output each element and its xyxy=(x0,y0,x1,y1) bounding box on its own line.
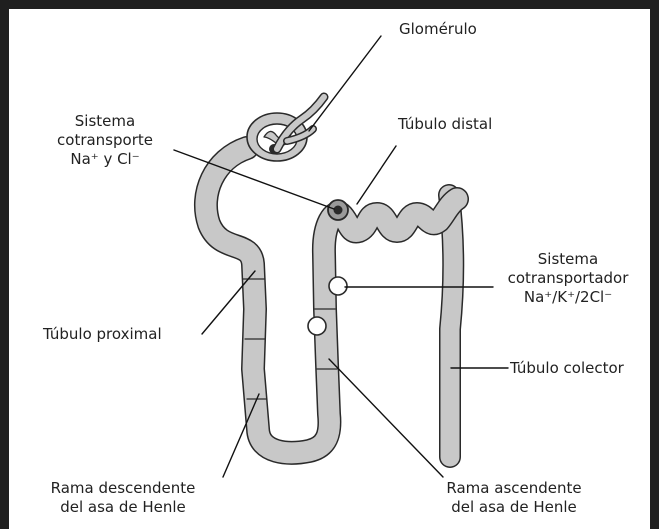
label-tubulo-distal: Túbulo distal xyxy=(398,115,492,134)
label-sistema-cotransportador-line3: Na⁺/K⁺/2Cl⁻ xyxy=(493,288,643,307)
label-sistema-cotransporte-line3: Na⁺ y Cl⁻ xyxy=(35,150,175,169)
label-rama-ascendente-line1: Rama ascendente xyxy=(429,479,599,498)
label-sistema-cotransporte: Sistema cotransporte Na⁺ y Cl⁻ xyxy=(35,112,175,169)
label-sistema-cotransporte-line2: cotransporte xyxy=(35,131,175,150)
nephron-tubule xyxy=(206,148,457,453)
label-tubulo-proximal: Túbulo proximal xyxy=(43,325,162,344)
glomerulus xyxy=(247,97,324,161)
open-transporter-marker xyxy=(308,317,326,335)
label-rama-descendente: Rama descendente del asa de Henle xyxy=(33,479,213,517)
label-sistema-cotransporte-line1: Sistema xyxy=(35,112,175,131)
label-glomerulo: Glomérulo xyxy=(399,20,477,39)
nephron-diagram: Glomérulo Sistema cotransporte Na⁺ y Cl⁻… xyxy=(9,9,650,529)
label-sistema-cotransportador-line2: cotransportador xyxy=(493,269,643,288)
label-tubulo-colector: Túbulo colector xyxy=(510,359,624,378)
nacl-cotransporter-marker xyxy=(328,200,348,220)
label-rama-ascendente-line2: del asa de Henle xyxy=(429,498,599,517)
label-rama-descendente-line2: del asa de Henle xyxy=(33,498,213,517)
label-sistema-cotransportador-line1: Sistema xyxy=(493,250,643,269)
label-rama-ascendente: Rama ascendente del asa de Henle xyxy=(429,479,599,517)
label-rama-descendente-line1: Rama descendente xyxy=(33,479,213,498)
nakcl-cotransporter-marker xyxy=(329,277,347,295)
collecting-duct xyxy=(449,195,453,457)
label-sistema-cotransportador: Sistema cotransportador Na⁺/K⁺/2Cl⁻ xyxy=(493,250,643,307)
